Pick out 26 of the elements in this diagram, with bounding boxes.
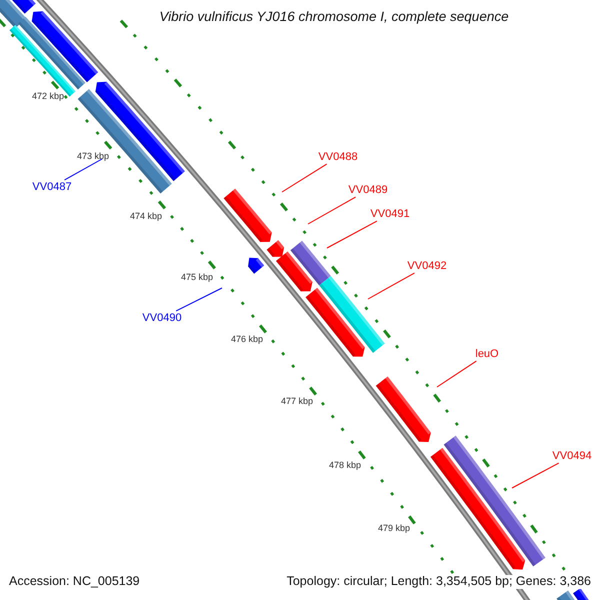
leader-line (176, 288, 222, 312)
tick-label: 474 kbp (130, 212, 162, 222)
gene-name: VV0489 (348, 184, 388, 196)
tick-label: 479 kbp (378, 524, 410, 534)
tick-label: 477 kbp (280, 397, 314, 407)
tick-label: 475 kbp (180, 273, 214, 283)
gene-name: leuO (475, 348, 499, 360)
tick-label: 476 kbp (230, 335, 264, 345)
gene-name: VV0492 (407, 260, 447, 272)
leader-line (436, 360, 477, 388)
accession-text: Accession: NC_005139 (9, 575, 140, 589)
gene-name: VV0490 (142, 312, 182, 324)
tick-label: 472 kbp (32, 92, 64, 102)
leader-line (308, 196, 356, 224)
gene-name: VV0494 (552, 450, 592, 462)
gene-name: VV0487 (32, 180, 72, 193)
leader-line (512, 462, 560, 488)
leader-line (326, 220, 378, 248)
tick-label: 473 kbp (76, 152, 110, 162)
tick-label: 478 kbp (328, 461, 362, 471)
gene-name: VV0488 (318, 150, 358, 163)
gene-name: VV0491 (370, 208, 410, 220)
leader-line (368, 272, 415, 300)
leader-line (64, 158, 102, 180)
genome-info-text: Topology: circular; Length: 3,354,505 bp; Genes: 3,386 (284, 575, 591, 589)
leader-line (282, 164, 328, 192)
